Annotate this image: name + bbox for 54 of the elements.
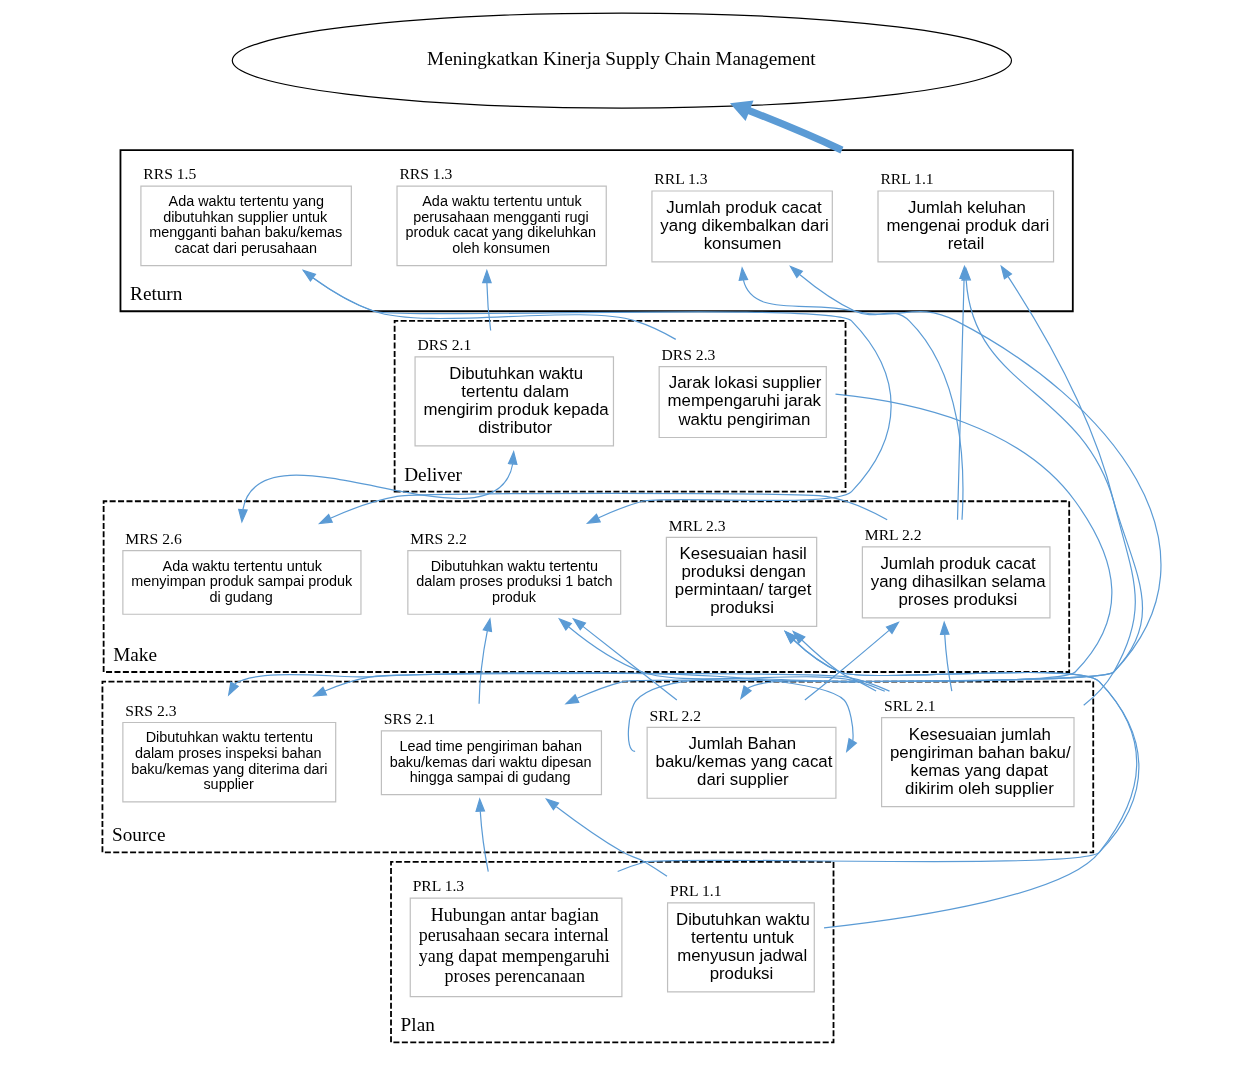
node-box: Ada waktu tertentu untuk menyimpan produk sampai produk di gudang (121, 549, 362, 615)
node-label: MRS 2.2 (409, 529, 467, 547)
node-box: Lead time pengiriman bahan baku/kemas dari waktu dipesan hingga sampai di gudang (380, 730, 602, 796)
node-box: Jarak lokasi supplier mempengaruhi jarak waktu pengiriman (658, 365, 827, 439)
arrow (788, 265, 964, 521)
arrow (311, 672, 890, 697)
node-label: DRS 2.3 (661, 345, 715, 363)
node-box: Jumlah keluhan mengenai produk dari retail (876, 190, 1054, 263)
node-label: RRS 1.3 (398, 165, 452, 183)
node-label: RRS 1.5 (142, 165, 196, 183)
arrow (557, 617, 885, 692)
arrow (474, 797, 489, 873)
node-box: Hubungan antar bagian perusahaan secara internal yang dapat mempengaruhi proses perencanaan (409, 897, 622, 998)
arrow (571, 617, 677, 701)
node-box: Kesesuaian jumlah pengiriman bahan baku/ kemas yang dapat dikirim oleh supplier (880, 717, 1075, 808)
arrow (783, 630, 1137, 929)
arrow (803, 621, 900, 701)
node-box: Jumlah Bahan baku/kemas yang cacat dari supplier (646, 726, 836, 799)
node-label: MRL 2.3 (668, 516, 725, 534)
arrow (317, 492, 888, 525)
node-label: SRL 2.2 (649, 706, 701, 724)
node-label: MRS 2.6 (124, 529, 182, 547)
node-box: Ada waktu tertentu untuk perusahaan mengganti rugi produk cacat yang dikeluhkan oleh konsumen (395, 185, 607, 267)
node-box: Jumlah produk cacat yang dikembalkan dari konsumen (650, 190, 833, 263)
node-label: RRL 1.1 (879, 170, 934, 188)
node-label: SRS 2.1 (383, 710, 435, 728)
arrow (227, 672, 857, 753)
node-label: DRS 2.1 (416, 336, 471, 354)
node-box: Dibutuhkan waktu tertentu dalam proses produksi 1 batch produk (406, 549, 621, 615)
node-box: Dibutuhkan waktu tertentu dalam proses inspeksi bahan baku/kemas yang diterima dari supplier (121, 721, 336, 803)
node-box: Dibutuhkan waktu tertentu dalam mengirim produk kepada distributor (413, 356, 614, 447)
node-box: Jumlah produk cacat yang dihasilkan selama proses produksi (861, 546, 1051, 619)
node-label: SRL 2.1 (883, 696, 936, 714)
arrow (616, 630, 1139, 873)
node-box: Dibutuhkan waktu tertentu untuk menyusun jadwal produksi (666, 902, 815, 993)
arrow (237, 450, 518, 524)
arrow (729, 100, 843, 154)
node-label: PRL 1.3 (412, 877, 464, 895)
arrow (791, 630, 877, 692)
arrow (478, 617, 492, 705)
node-box: Kesesuaian hasil produksi dengan permintaan/ target produksi (665, 536, 817, 627)
node-label: PRL 1.1 (669, 882, 721, 900)
arrow (301, 269, 676, 340)
node-label: RRL 1.3 (653, 170, 708, 188)
node-box: Ada waktu tertentu yang dibutuhkan supplier untuk mengganti bahan baku/kemas cacat dari perusahaan (139, 185, 352, 267)
node-label: MRL 2.2 (864, 526, 921, 544)
node-ellipse: Meningkatkan Kinerja Supply Chain Management (231, 12, 1012, 109)
arrow (999, 264, 1136, 706)
node-label: SRS 2.3 (124, 701, 177, 719)
arrow (939, 620, 952, 692)
arrow (301, 269, 892, 525)
arrow (563, 393, 1112, 705)
arrow (544, 797, 668, 877)
arrow (481, 268, 492, 332)
